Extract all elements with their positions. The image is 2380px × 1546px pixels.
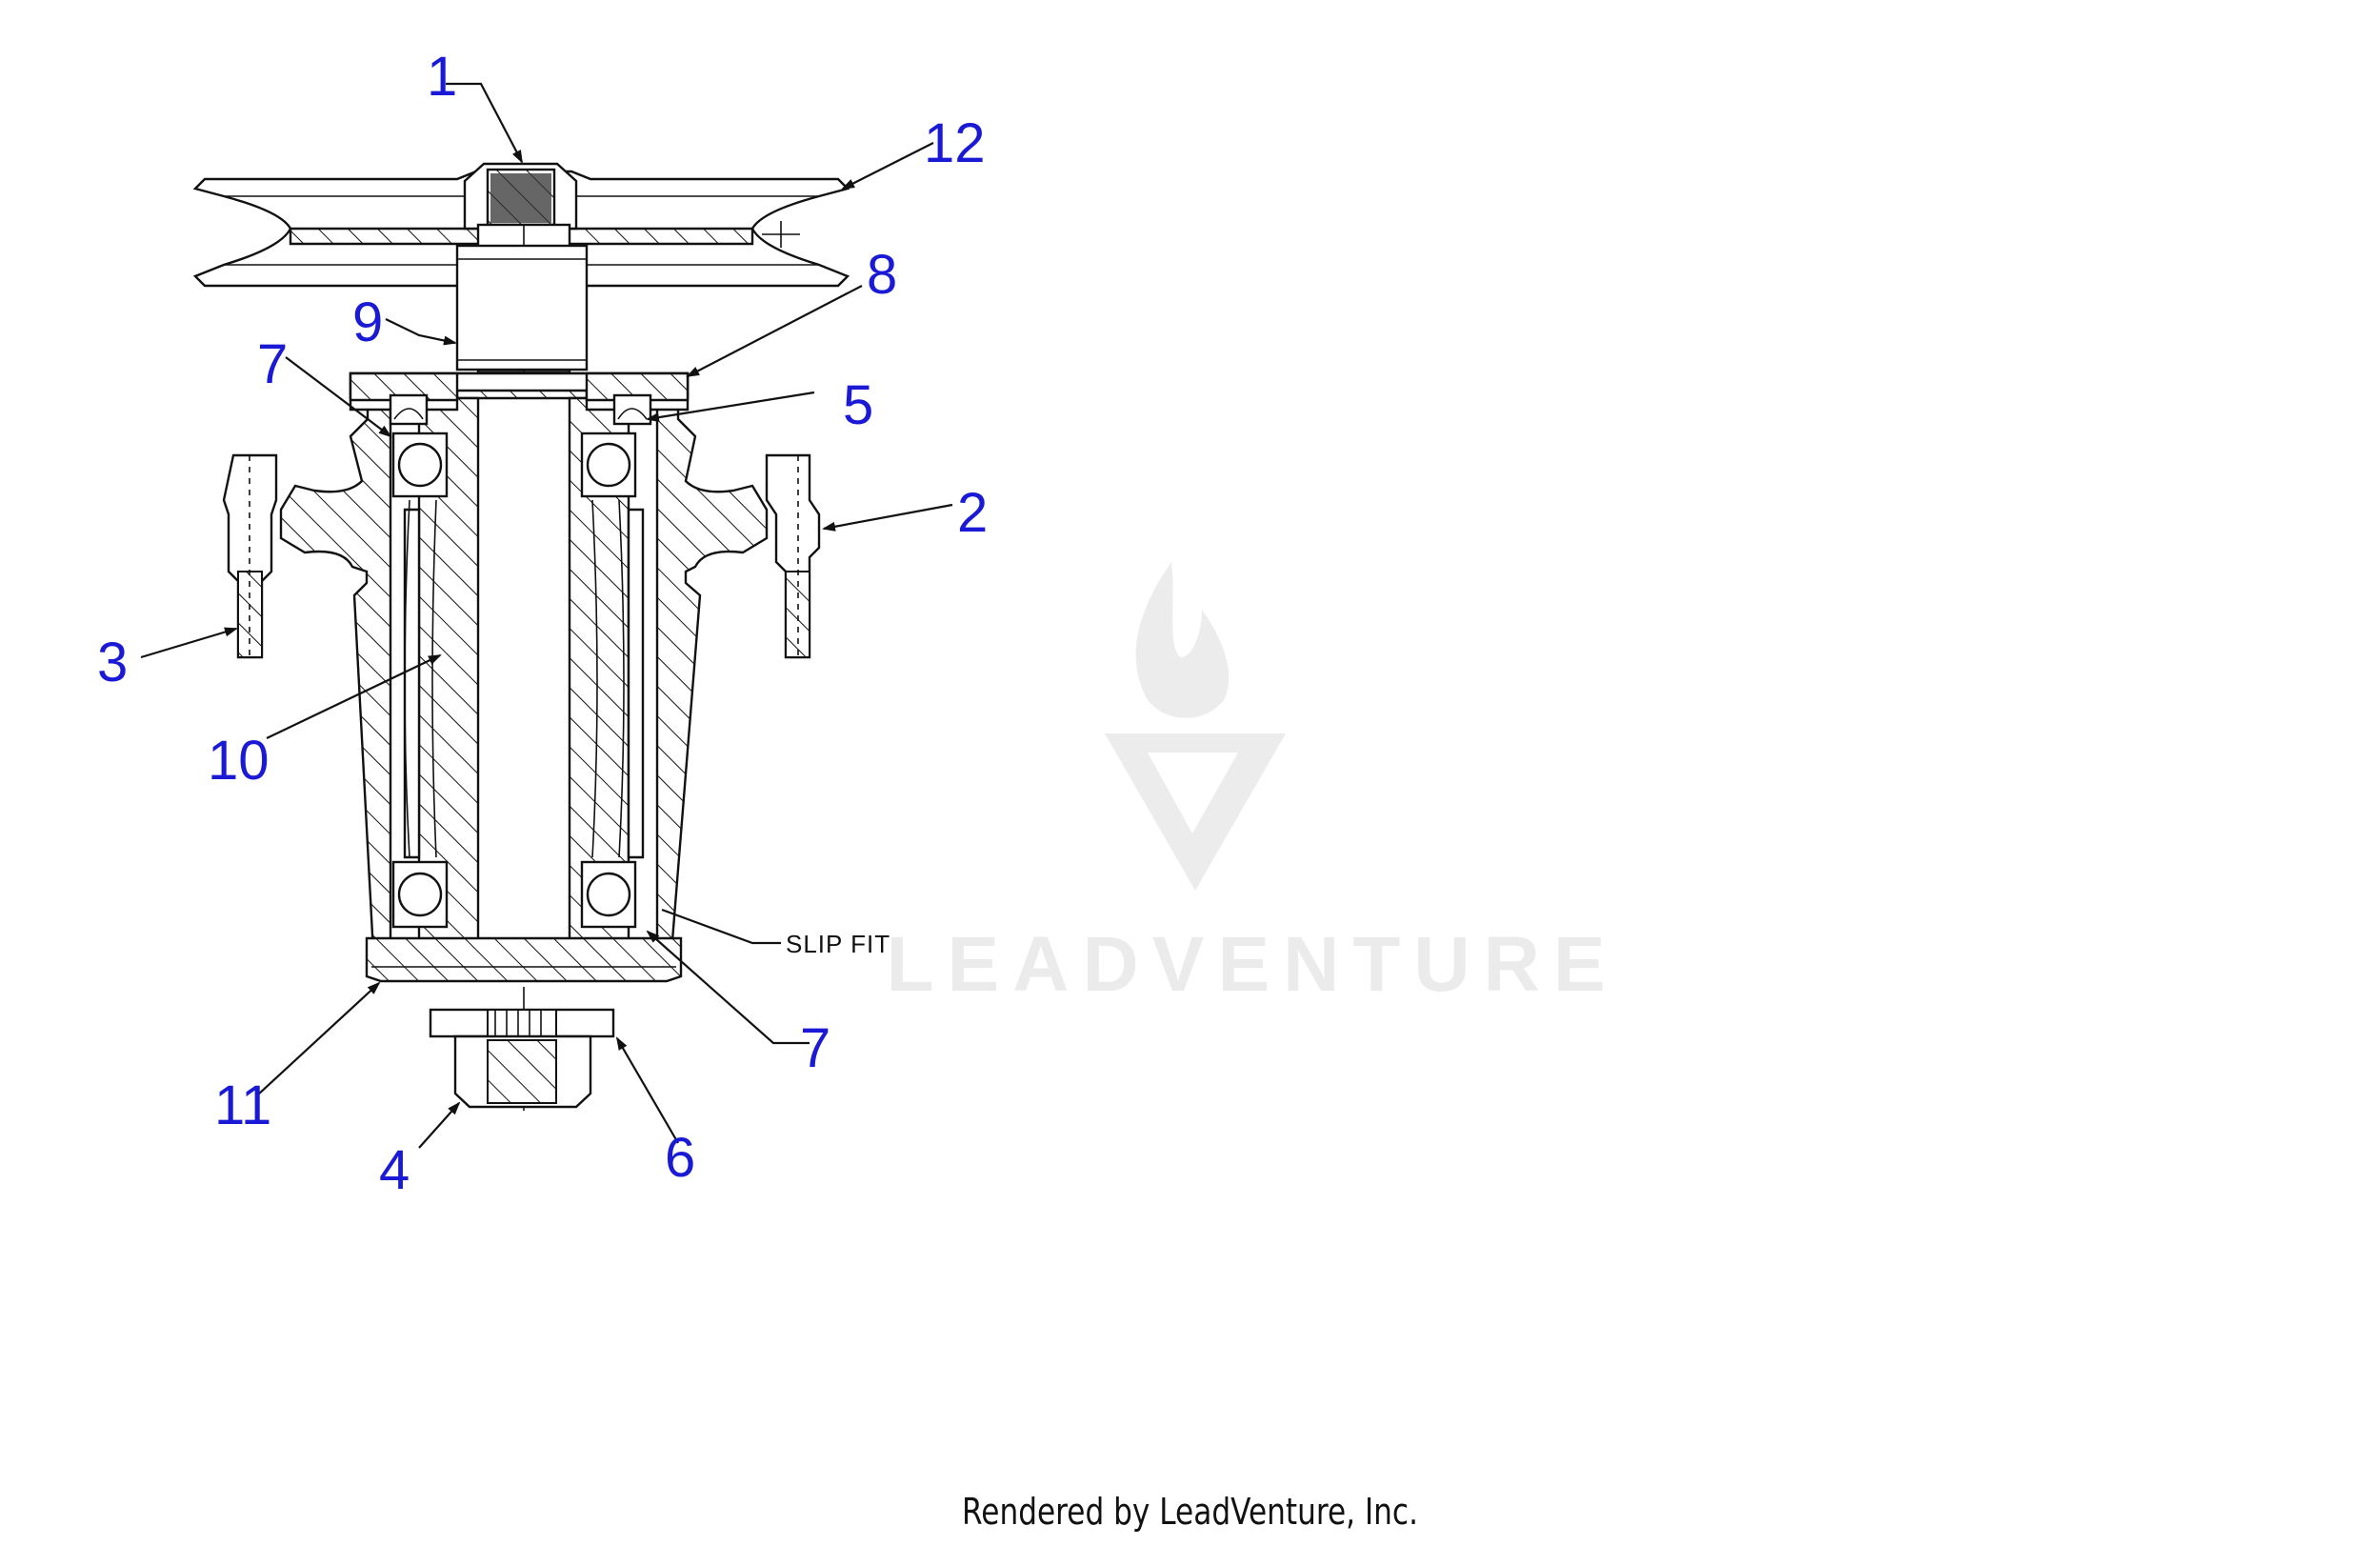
callout-10: 10 [208,730,270,792]
callout-4: 4 [379,1139,410,1201]
callout-9: 9 [352,291,383,353]
bearings-upper [391,432,637,498]
bearings-lower [391,860,637,929]
callout-2: 2 [957,482,988,544]
callout-3: 3 [97,632,128,693]
seals [389,393,652,426]
spindle-nut [463,162,578,231]
spacer-upper [455,244,589,371]
mounting-bolts [222,453,821,659]
callout-7-lower: 7 [800,1017,830,1079]
spindle-housing [279,371,769,983]
bearing-spacer-tube [404,499,625,858]
callout-5: 5 [843,374,873,436]
bottom-hardware [429,1008,615,1109]
render-credit: Rendered by LeadVenture, Inc. [962,1491,1418,1533]
callout-1: 1 [427,46,457,108]
callout-12: 12 [924,112,986,174]
leader-lines [140,82,953,1149]
callout-8: 8 [867,244,897,306]
watermark-logo [1105,562,1286,891]
slip-fit-note: SLIP FIT [786,930,890,958]
callout-7-upper: 7 [257,333,288,395]
bearing-cap [349,371,690,412]
callout-11: 11 [214,1074,271,1136]
watermark-text: LEADVENTURE [886,921,1618,1008]
callout-6: 6 [665,1127,695,1189]
